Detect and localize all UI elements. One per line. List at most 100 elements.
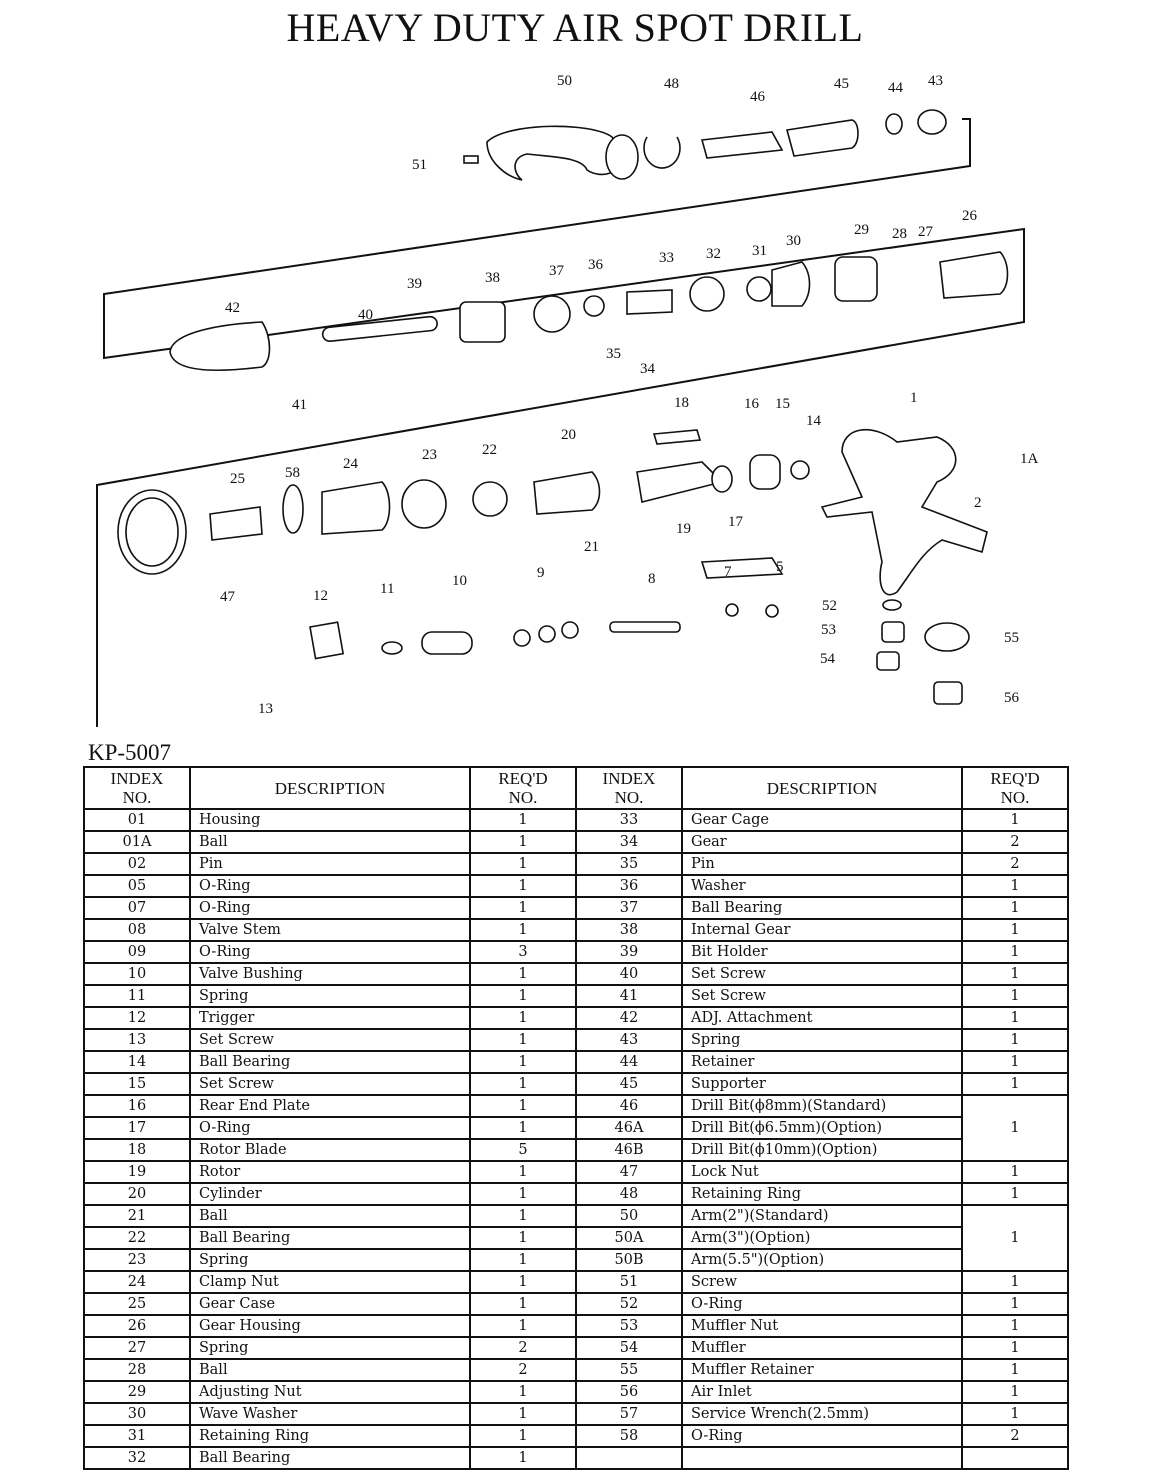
diagram-frame-lines [96,118,1025,727]
quantity-cell: 1 [961,1292,1069,1316]
callout-label: 54 [820,651,836,667]
quantity-cell: 1 [469,1094,577,1118]
callout-label: 34 [640,361,656,377]
index-cell: 19 [83,1160,191,1184]
index-cell: 13 [83,1028,191,1052]
quantity-cell: 1 [469,808,577,832]
index-cell: 27 [83,1336,191,1360]
quantity-cell: 1 [961,1204,1069,1272]
description-cell: Gear Housing [189,1314,471,1338]
callout-label: 5 [776,559,784,575]
callout-label: 24 [343,456,359,472]
description-cell: Spring [189,1336,471,1360]
quantity-cell: 1 [961,1050,1069,1074]
index-cell: 22 [83,1226,191,1250]
description-cell: Washer [681,874,963,898]
quantity-cell: 1 [961,1358,1069,1382]
quantity-cell: 1 [961,940,1069,964]
callout-label: 46 [750,89,766,105]
description-cell: Housing [189,808,471,832]
quantity-cell: 1 [469,1006,577,1030]
quantity-cell: 1 [961,984,1069,1008]
callout-label: 58 [285,465,300,481]
index-cell: 34 [575,830,683,854]
callout-label: 11 [380,581,394,597]
quantity-cell: 1 [469,1402,577,1426]
description-cell: Ball [189,830,471,854]
quantity-cell: 1 [469,1270,577,1294]
callout-label: 43 [928,73,943,89]
header-description: DESCRIPTION [681,766,963,810]
quantity-cell: 1 [961,1380,1069,1404]
index-cell: 12 [83,1006,191,1030]
index-cell: 05 [83,874,191,898]
quantity-cell: 1 [961,896,1069,920]
index-cell: 29 [83,1380,191,1404]
callout-label: 55 [1004,630,1019,646]
model-number: KP-5007 [88,740,172,765]
callout-label: 8 [648,571,656,587]
index-cell: 37 [575,896,683,920]
header-description: DESCRIPTION [189,766,471,810]
callout-label: 22 [482,442,497,458]
callout-label: 19 [676,521,691,537]
index-cell: 26 [83,1314,191,1338]
description-cell: O-Ring [189,874,471,898]
description-cell: ADJ. Attachment [681,1006,963,1030]
description-cell: Set Screw [189,1028,471,1052]
index-cell: 46B [575,1138,683,1162]
quantity-cell: 1 [961,1028,1069,1052]
index-cell: 39 [575,940,683,964]
quantity-cell: 1 [469,1182,577,1206]
description-cell: Clamp Nut [189,1270,471,1294]
quantity-cell: 1 [469,962,577,986]
callout-label: 26 [962,208,978,224]
index-cell: 45 [575,1072,683,1096]
index-cell: 28 [83,1358,191,1382]
description-cell: Retaining Ring [681,1182,963,1206]
quantity-cell: 1 [961,808,1069,832]
quantity-cell: 2 [961,830,1069,854]
description-cell: Internal Gear [681,918,963,942]
description-cell: O-Ring [681,1292,963,1316]
index-cell: 21 [83,1204,191,1228]
description-cell: Rotor [189,1160,471,1184]
callout-label: 28 [892,226,907,242]
quantity-cell: 1 [469,852,577,876]
quantity-cell: 1 [469,1446,577,1470]
callout-label: 53 [821,622,836,638]
callout-label: 42 [225,300,240,316]
index-cell: 46 [575,1094,683,1118]
callout-label: 7 [724,564,732,580]
description-cell: Valve Bushing [189,962,471,986]
quantity-cell: 1 [961,1182,1069,1206]
index-cell: 01A [83,830,191,854]
description-cell: Gear Cage [681,808,963,832]
index-cell: 43 [575,1028,683,1052]
index-cell: 02 [83,852,191,876]
description-cell: Adjusting Nut [189,1380,471,1404]
quantity-cell: 1 [961,1314,1069,1338]
callout-label: 51 [412,157,427,173]
description-cell: O-Ring [189,896,471,920]
index-cell: 11 [83,984,191,1008]
index-cell: 53 [575,1314,683,1338]
callout-label: 14 [806,413,822,429]
index-cell: 07 [83,896,191,920]
index-cell: 56 [575,1380,683,1404]
description-cell: Trigger [189,1006,471,1030]
quantity-cell: 1 [961,874,1069,898]
description-cell: Rotor Blade [189,1138,471,1162]
